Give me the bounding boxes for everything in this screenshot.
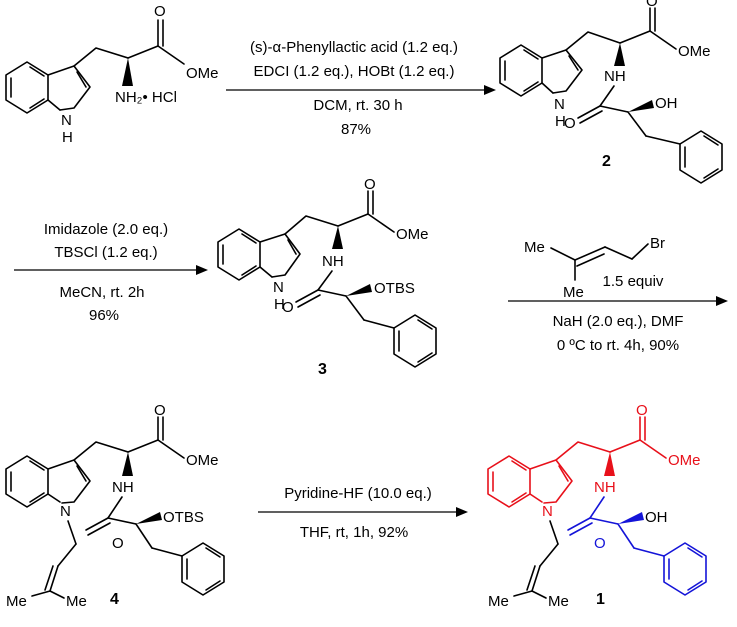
compound-2-structure: N H O OMe NH O OH 2 bbox=[499, 0, 723, 184]
c4-me-left-label: Me bbox=[6, 593, 27, 610]
c3-carbonyl-o-label: O bbox=[364, 176, 376, 193]
c2-nh-label: NH bbox=[604, 68, 626, 85]
step2-reagent1: Imidazole (2.0 eq.) bbox=[44, 221, 168, 238]
c4-ome-label: OMe bbox=[186, 452, 219, 469]
compound-3-number: 3 bbox=[318, 361, 327, 378]
compound-1-number: 1 bbox=[596, 591, 605, 608]
c3-amide-o-label: O bbox=[282, 299, 294, 316]
c3-otbs-label: OTBS bbox=[374, 280, 415, 297]
c1-carbonyl-o-label: O bbox=[636, 402, 648, 419]
c4-nh-label: NH bbox=[112, 479, 134, 496]
c3-nh-label: NH bbox=[322, 253, 344, 270]
c2-amide-o-label: O bbox=[564, 115, 576, 132]
c3-ome-label: OMe bbox=[396, 226, 429, 243]
step1-reagent2: EDCI (1.2 eq.), HOBt (1.2 eq.) bbox=[254, 63, 455, 80]
c1-amide-o-label: O bbox=[594, 535, 606, 552]
step2-solvent: MeCN, rt. 2h bbox=[59, 284, 144, 301]
step3-temp: 0 ºC to rt. 4h, 90% bbox=[557, 337, 679, 354]
c4-me-right-label: Me bbox=[66, 593, 87, 610]
c1-me-left-label: Me bbox=[488, 593, 509, 610]
reaction-arrow-4: Pyridine-HF (10.0 eq.) THF, rt, 1h, 92% bbox=[258, 485, 468, 541]
reaction-arrow-2: Imidazole (2.0 eq.) TBSCl (1.2 eq.) MeCN… bbox=[14, 221, 208, 324]
c1-nh-label: NH bbox=[594, 479, 616, 496]
reaction-arrow-1: (s)-α-Phenyllactic acid (1.2 eq.) EDCI (… bbox=[226, 39, 496, 138]
c2-ome-label: OMe bbox=[678, 43, 711, 60]
c2-carbonyl-o-label: O bbox=[646, 0, 658, 10]
c2-indole-n-label: N bbox=[554, 96, 565, 113]
reaction-arrow-3: Me Br Me 1.5 equiv NaH (2.0 eq.), DMF 0 … bbox=[508, 235, 728, 354]
step1-yield: 87% bbox=[341, 121, 371, 138]
step1-reagent1: (s)-α-Phenyllactic acid (1.2 eq.) bbox=[250, 39, 458, 56]
step2-reagent2: TBSCl (1.2 eq.) bbox=[54, 244, 157, 261]
compound-2-number: 2 bbox=[602, 153, 611, 170]
indole-h-label: H bbox=[62, 129, 73, 146]
carbonyl-o-label: O bbox=[154, 3, 166, 20]
ome-label: OMe bbox=[186, 65, 219, 82]
step3-solvent: NaH (2.0 eq.), DMF bbox=[553, 313, 684, 330]
indole-n-label: N bbox=[61, 112, 72, 129]
c3-indole-h-label: H bbox=[274, 296, 285, 313]
c1-ome-label: OMe bbox=[668, 452, 701, 469]
compound-3-structure: N H O OMe NH O OTBS 3 bbox=[217, 176, 437, 378]
starting-material-trp-ome-hcl: N H O OMe NH₂• HCl bbox=[5, 3, 219, 146]
prenyl-br-label: Br bbox=[650, 235, 665, 252]
step3-equiv: 1.5 equiv bbox=[603, 273, 664, 290]
c2-indole-h-label: H bbox=[555, 113, 566, 130]
compound-1-structure: N Me Me O OMe NH O OH 1 bbox=[487, 402, 707, 610]
c1-me-right-label: Me bbox=[548, 593, 569, 610]
c2-oh-label: OH bbox=[655, 95, 678, 112]
c4-otbs-label: OTBS bbox=[163, 509, 204, 526]
step4-solvent: THF, rt, 1h, 92% bbox=[300, 524, 408, 541]
c1-indole-n-label: N bbox=[542, 503, 553, 520]
step4-reagent: Pyridine-HF (10.0 eq.) bbox=[284, 485, 432, 502]
c4-carbonyl-o-label: O bbox=[154, 402, 166, 419]
step1-solvent: DCM, rt. 30 h bbox=[313, 97, 402, 114]
c4-amide-o-label: O bbox=[112, 535, 124, 552]
compound-4-structure: N Me Me O OMe NH O OTBS 4 bbox=[5, 402, 225, 610]
c4-indole-n-label: N bbox=[60, 503, 71, 520]
c3-indole-n-label: N bbox=[273, 279, 284, 296]
amine-hcl-label: NH₂• HCl bbox=[115, 89, 177, 106]
prenyl-me-bottom-label: Me bbox=[563, 284, 584, 301]
c1-oh-label: OH bbox=[645, 509, 668, 526]
compound-4-number: 4 bbox=[110, 591, 119, 608]
step2-yield: 96% bbox=[89, 307, 119, 324]
prenyl-me-top-label: Me bbox=[524, 239, 545, 256]
